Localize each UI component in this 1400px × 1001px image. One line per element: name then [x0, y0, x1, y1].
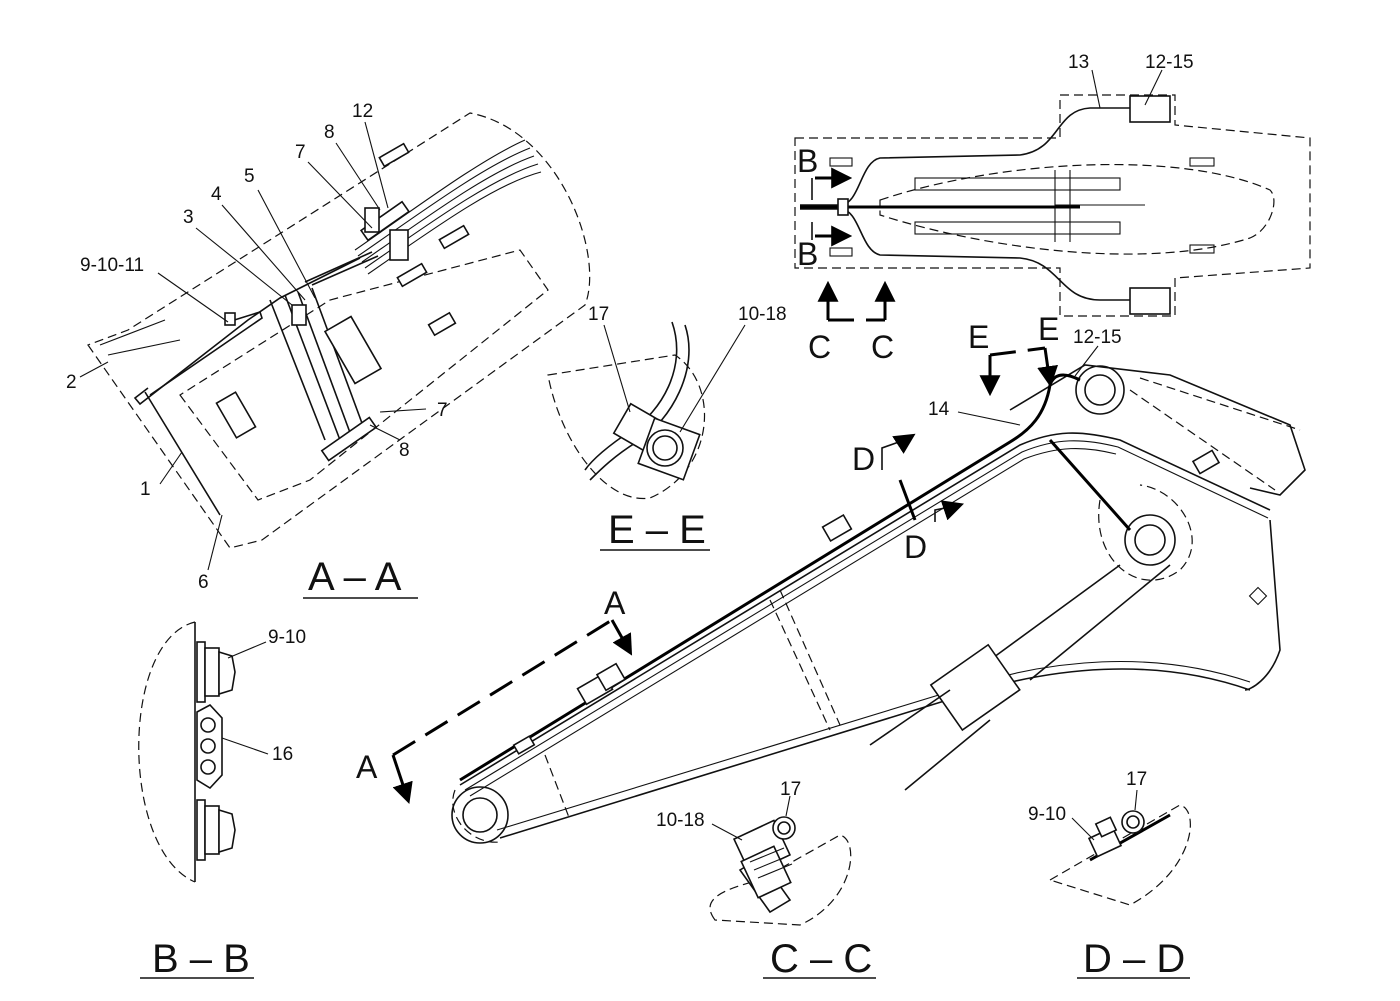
marker-b-upper: B: [797, 143, 818, 179]
callout-7-upper: 7: [295, 142, 306, 163]
view-c-c: 10-18 17 C – C: [656, 779, 876, 981]
boom-main-view: A A D D E E 12-15 14: [356, 311, 1306, 844]
view-a-a: 1 2 3 4 5 6 7 8 9-10-11 12 7 8 A – A: [66, 101, 591, 599]
callout-17-cc: 17: [780, 779, 801, 800]
callout-5: 5: [244, 166, 255, 187]
section-title-d-d: D – D: [1083, 937, 1185, 981]
callout-8-lower: 8: [399, 440, 410, 461]
callout-6: 6: [198, 572, 209, 593]
callout-12-15-boom: 12-15: [1073, 327, 1122, 348]
callout-16: 16: [272, 744, 293, 765]
callout-10-18-ee: 10-18: [738, 304, 787, 325]
section-title-b-b: B – B: [152, 937, 250, 981]
callout-3: 3: [183, 207, 194, 228]
marker-e-right: E: [1038, 311, 1059, 347]
callout-8-upper: 8: [324, 122, 335, 143]
view-b-b: 9-10 16 B – B: [138, 621, 306, 981]
marker-c-right: C: [871, 329, 894, 365]
callout-9-10-11: 9-10-11: [80, 255, 144, 276]
section-title-c-c: C – C: [770, 937, 872, 981]
view-e-e: 17 10-18 E – E: [547, 304, 787, 552]
marker-c-left: C: [808, 329, 831, 365]
view-d-d: 9-10 17 D – D: [1028, 769, 1191, 981]
section-title-e-e: E – E: [608, 508, 706, 552]
callout-9-10-dd: 9-10: [1028, 804, 1066, 825]
callout-1: 1: [140, 479, 151, 500]
section-title-a-a: A – A: [308, 555, 402, 599]
callout-12-15-top: 12-15: [1145, 52, 1194, 73]
callout-12: 12: [352, 101, 373, 122]
callout-17-dd: 17: [1126, 769, 1147, 790]
callout-9-10-bb: 9-10: [268, 627, 306, 648]
callout-14: 14: [928, 399, 950, 420]
marker-d-lower: D: [904, 529, 927, 565]
callout-4: 4: [211, 184, 222, 205]
marker-a-upper: A: [604, 585, 626, 621]
callout-7-lower: 7: [437, 400, 448, 421]
marker-a-lower: A: [356, 749, 378, 785]
marker-d-upper: D: [852, 441, 875, 477]
marker-b-lower: B: [797, 236, 818, 272]
marker-e-left: E: [968, 319, 989, 355]
callout-13: 13: [1068, 52, 1089, 73]
top-view: B B C C 13 12-15: [794, 52, 1311, 365]
callout-2: 2: [66, 372, 77, 393]
callout-10-18-cc: 10-18: [656, 810, 705, 831]
callout-17-ee: 17: [588, 304, 609, 325]
